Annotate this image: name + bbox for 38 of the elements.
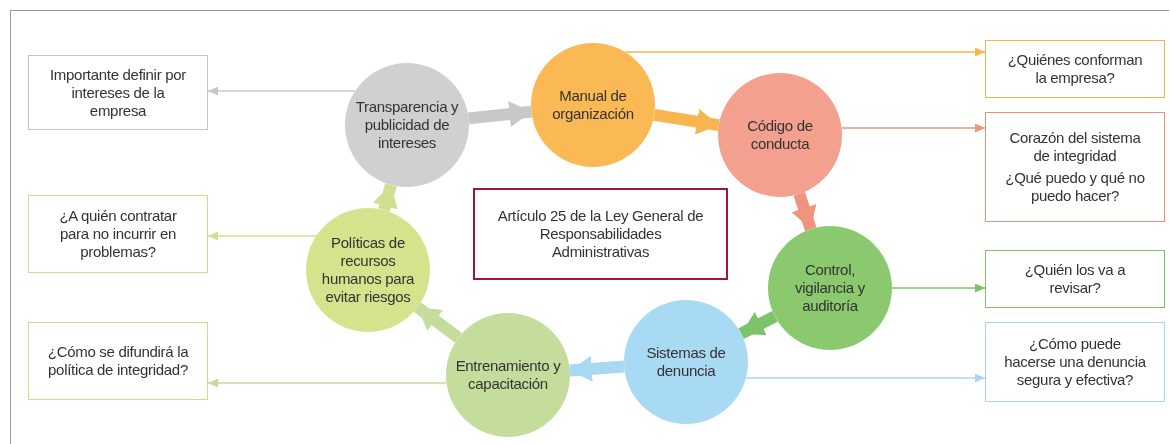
box-text: ¿A quién contratar para no incurrir en problemas? [58,207,178,261]
circle-label: Código de conducta [746,117,814,153]
box-text: ¿Qué puedo y qué no puedo hacer? [1004,169,1146,205]
circle-label: Políticas de recursos humanos para evitar riesgos [320,234,416,306]
box-text: ¿Cómo puede hacerse una denuncia segura y efectiva? [1003,335,1147,389]
question-box [28,55,208,130]
block-arrow [372,183,398,212]
circle-label: Control, vigilancia y auditoría [794,261,866,315]
question-box [985,40,1165,98]
box-text: Corazón del sistema de integridad [1008,129,1142,165]
arrow [207,86,356,96]
block-arrow [414,302,462,343]
block-arrow [653,108,720,135]
question-box [985,112,1165,222]
circle-label: Transparencia y publicidad de intereses [354,98,460,152]
arrow [624,47,986,57]
circle-label: Manual de organización [551,87,635,123]
arrow [840,123,986,133]
arrow [745,373,986,383]
arrow [207,231,317,241]
box-text: Artículo 25 de la Ley General de Responsabilidades Administrativas [496,207,705,261]
question-box [28,195,208,273]
block-arrow [738,311,778,339]
box-text: Importante definir por intereses de la empresa [49,65,187,120]
block-arrow [791,192,817,231]
circle-label: Entrenamiento y capacitación [454,357,562,393]
arrow [891,283,986,293]
box-text: ¿Cómo se difundirá la política de integridad? [46,343,190,379]
question-box [28,322,208,400]
question-box [985,250,1165,308]
circle-label: Sistemas de denuncia [645,344,727,380]
block-arrow [569,355,625,382]
note-box [473,188,728,280]
question-box [985,322,1165,402]
block-arrow [468,101,532,127]
box-text: ¿Quiénes conforman la empresa? [1006,51,1144,87]
arrow [207,378,448,388]
box-text: ¿Quién los va a revisar? [1023,261,1127,297]
